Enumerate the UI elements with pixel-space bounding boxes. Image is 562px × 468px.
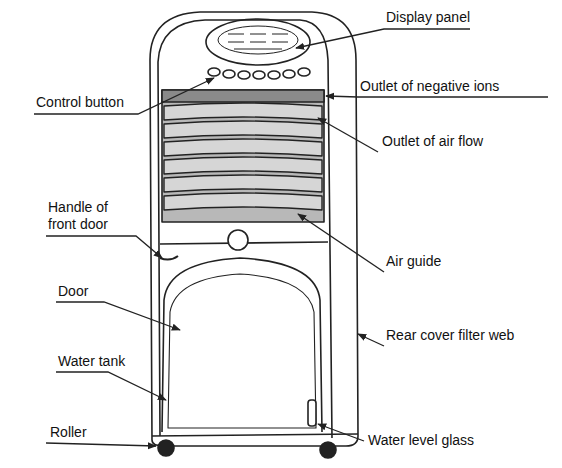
part-label: Water level glass (368, 432, 474, 449)
part-label: Roller (50, 424, 87, 441)
part-label: Water tank (58, 353, 125, 370)
part-label: Handle of front door (48, 199, 128, 233)
leader-lines (34, 29, 548, 446)
part-label: Display panel (386, 9, 470, 26)
part-label: Control button (36, 94, 124, 111)
part-label: Air guide (386, 253, 441, 270)
part-label: Outlet of negative ions (360, 78, 499, 95)
part-label: Door (58, 283, 88, 300)
part-label: Rear cover filter web (386, 327, 514, 344)
part-label: Outlet of air flow (382, 133, 483, 150)
